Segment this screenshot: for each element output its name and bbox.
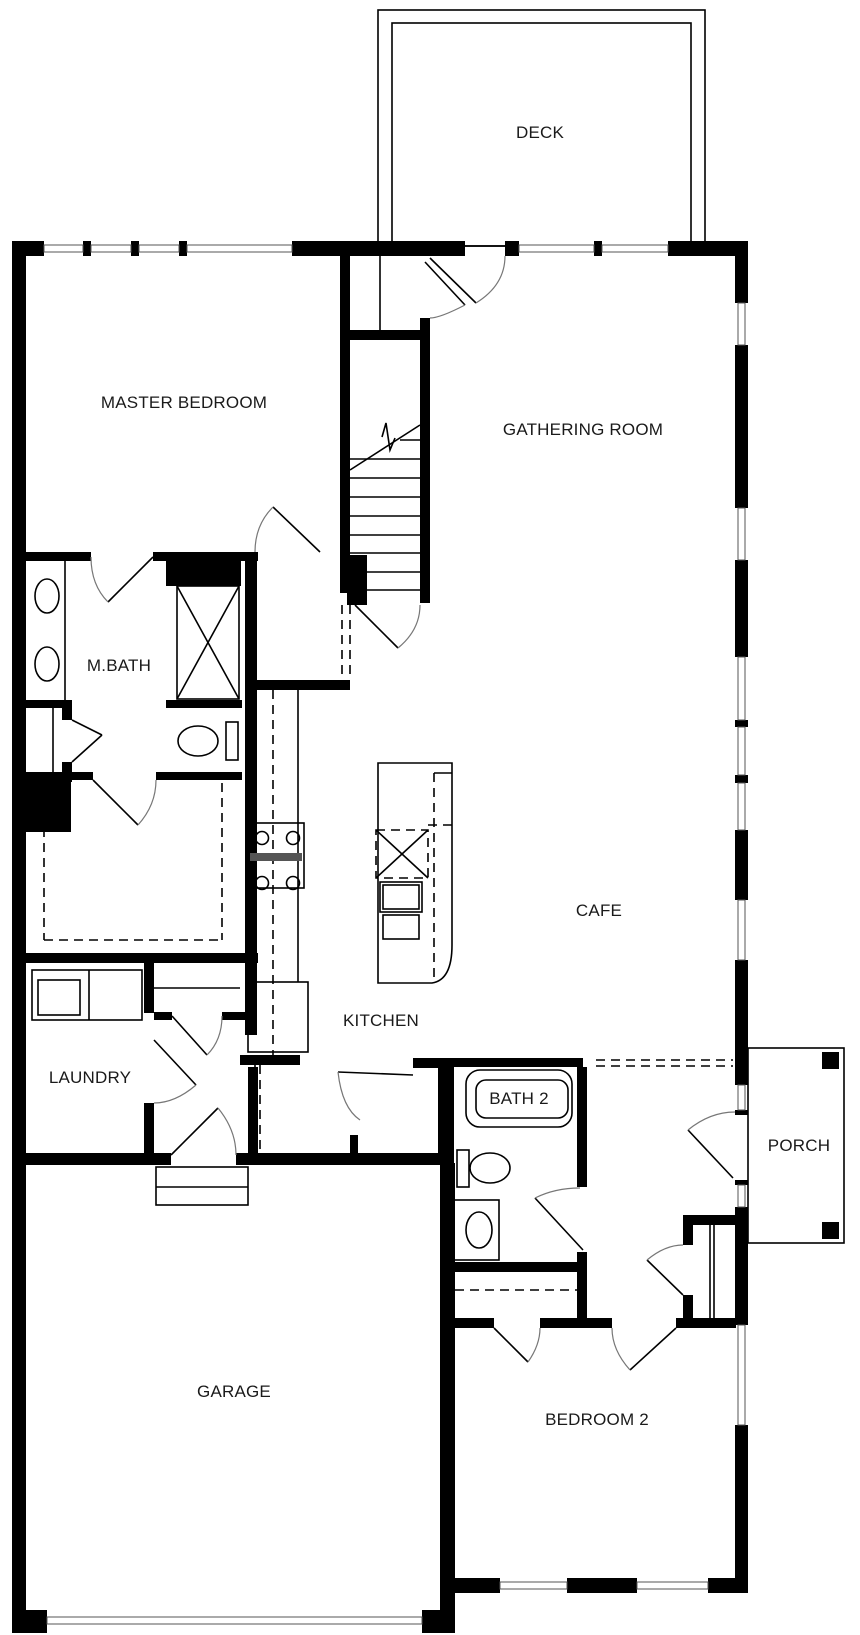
room-label-gathering-room: GATHERING ROOM [502, 420, 664, 439]
room-label-m-bath: M.BATH [86, 656, 152, 675]
fixtures [31, 256, 715, 1318]
windows [43, 244, 746, 1625]
room-label-porch: PORCH [767, 1136, 831, 1155]
doors [71, 255, 736, 1371]
dashed-lines [43, 605, 733, 1291]
room-label-laundry: LAUNDRY [48, 1068, 132, 1087]
room-label-bedroom-2: BEDROOM 2 [545, 1410, 649, 1429]
room-label-deck: DECK [515, 123, 565, 142]
interior-walls [26, 241, 738, 1357]
room-label-cafe: CAFE [575, 901, 623, 920]
room-label-master-bedroom: MASTER BEDROOM [100, 393, 268, 412]
room-label-garage: GARAGE [197, 1382, 271, 1401]
room-label-bath-2: BATH 2 [489, 1089, 549, 1108]
exterior-walls [12, 241, 748, 1633]
porch-structure [747, 1047, 845, 1244]
room-label-kitchen: KITCHEN [342, 1011, 420, 1030]
staircase [349, 256, 421, 591]
